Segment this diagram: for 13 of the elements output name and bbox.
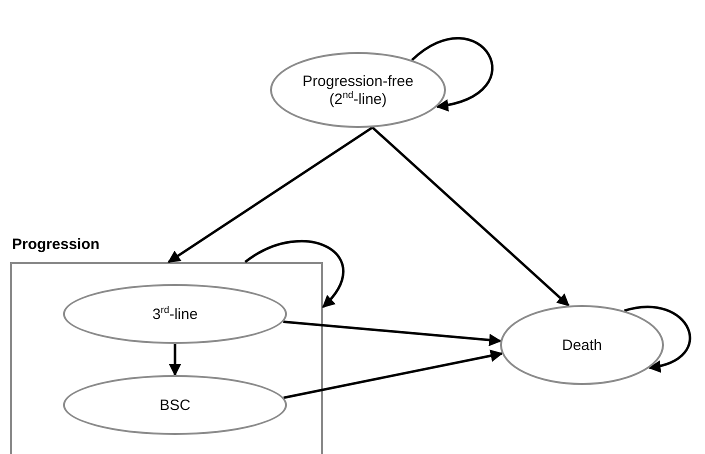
self-loop-arrow bbox=[244, 240, 344, 308]
arrow bbox=[372, 126, 570, 306]
group-heading: Progression bbox=[12, 236, 100, 253]
arrow bbox=[168, 344, 182, 376]
arrow bbox=[168, 126, 374, 264]
self-loop-arrow bbox=[411, 37, 494, 111]
self-loop-arrow bbox=[624, 306, 692, 372]
state-ellipse: Progression-free (2$^{nd}$-line) bbox=[270, 52, 446, 128]
state-ellipse: 3$^{rd}$-line bbox=[63, 284, 287, 344]
state-ellipse: Death bbox=[500, 305, 664, 385]
arrow bbox=[283, 350, 504, 399]
state-ellipse: BSC bbox=[63, 375, 287, 435]
arrow bbox=[283, 320, 502, 346]
